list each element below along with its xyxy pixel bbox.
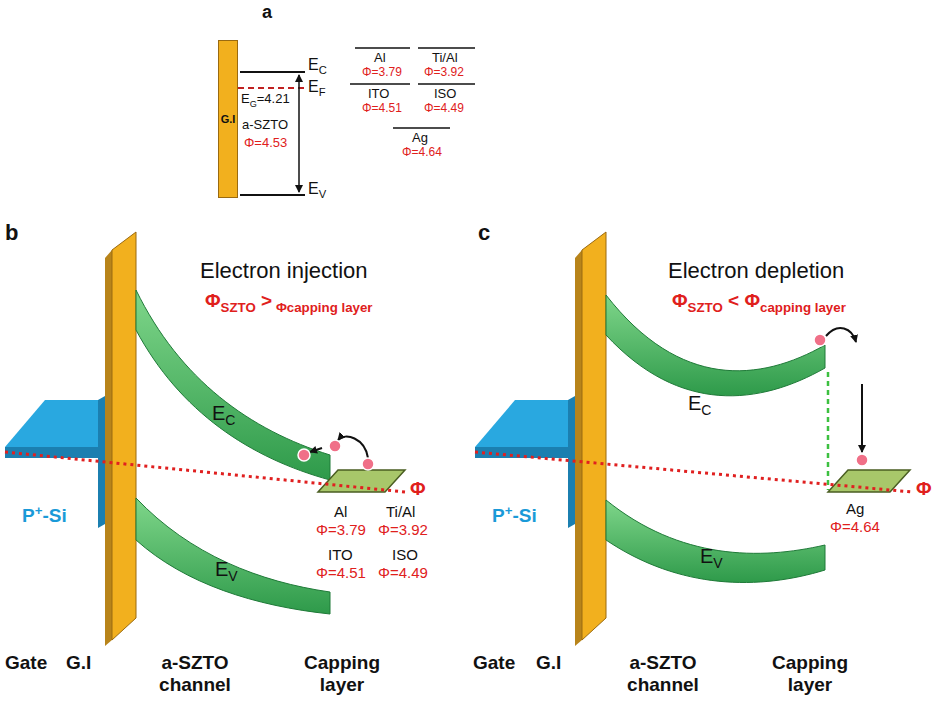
work-function: Φ=3.79 (362, 66, 402, 80)
layer-name: Capping layer (760, 652, 860, 696)
work-function: Φ=3.92 (424, 66, 464, 80)
metal-name: Ti/Al (432, 51, 458, 66)
band-edge-label: EC (308, 56, 327, 74)
layer-name: G.I (536, 652, 561, 674)
panel-c-art (475, 232, 912, 646)
metal-name: Ag (412, 131, 428, 146)
gate-material: P+-Si (492, 505, 537, 527)
material-label: a-SZTO (242, 118, 288, 133)
work-function: Φ=3.79 (316, 521, 366, 538)
fermi-symbol: Φ (916, 478, 932, 500)
condition-text: ΦSZTO > Φcapping layer (205, 290, 373, 312)
work-function: Φ=4.64 (830, 518, 880, 535)
fermi-level-label: EF (308, 78, 326, 96)
metal-name: ITO (328, 546, 353, 563)
work-function: Φ=4.53 (244, 136, 287, 151)
layer-name: a-SZTO channel (140, 652, 250, 696)
layer-name: Capping layer (292, 652, 392, 696)
metal-name: ITO (368, 87, 389, 102)
metal-name: ISO (392, 546, 418, 563)
gate-material: P+-Si (22, 505, 67, 527)
work-function: Φ=4.51 (362, 102, 402, 116)
bandgap-label: EG=4.21 (241, 92, 290, 107)
layer-name: Gate (473, 652, 515, 674)
panel-a-levels (238, 48, 475, 195)
work-function: Φ=4.64 (402, 146, 442, 160)
work-function: Φ=4.49 (424, 102, 464, 116)
work-function: Φ=4.49 (378, 564, 428, 581)
layer-name: G.I (66, 652, 91, 674)
node-text: G.I (221, 113, 236, 125)
process-title: Electron injection (200, 258, 368, 283)
metal-name: Al (374, 51, 386, 66)
metal-name: Al (334, 503, 347, 520)
metal-name: Ag (846, 500, 864, 517)
band-edge-label: EC (212, 402, 235, 425)
panel-letter: a (262, 2, 272, 23)
band-edge-label: EV (308, 180, 326, 198)
layer-name: a-SZTO channel (608, 652, 718, 696)
panel-letter: b (5, 220, 18, 245)
metal-name: ISO (434, 87, 456, 102)
metal-name: Ti/Al (386, 503, 415, 520)
panel-b-art (5, 232, 405, 646)
panel-letter: c (478, 220, 490, 245)
band-edge-label: EC (688, 392, 711, 415)
process-title: Electron depletion (668, 258, 844, 283)
band-edge-label: EV (215, 558, 238, 581)
work-function: Φ=4.51 (316, 564, 366, 581)
gate-insulator-box: G.I (218, 40, 238, 198)
fermi-symbol: Φ (410, 478, 426, 500)
layer-name: Gate (5, 652, 47, 674)
condition-text: ΦSZTO < Φcapping layer (672, 290, 846, 312)
band-edge-label: EV (700, 545, 723, 568)
work-function: Φ=3.92 (378, 521, 428, 538)
